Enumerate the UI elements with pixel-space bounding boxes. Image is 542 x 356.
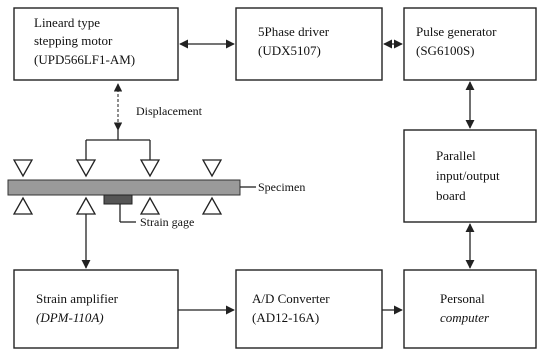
parallel-line-3: board <box>436 188 466 203</box>
pc-line-1: Personal <box>440 291 485 306</box>
pc-line-2: computer <box>440 310 490 325</box>
load-point-top-1 <box>75 159 97 178</box>
loading-fork <box>85 130 151 160</box>
adc-line-2: (AD12-16A) <box>252 310 319 325</box>
load-point-bottom-2 <box>139 196 161 215</box>
motor-line-1: Lineard type <box>34 15 100 30</box>
block-parallel-io-board: Parallel input/output board <box>403 129 537 223</box>
amplifier-line-2: (DPM-110A) <box>36 310 104 325</box>
support-top-2 <box>201 159 223 178</box>
specimen-label: Specimen <box>258 180 305 194</box>
parallel-line-2: input/output <box>436 168 500 183</box>
motor-line-2: stepping motor <box>34 33 113 48</box>
support-bottom-1 <box>12 196 34 215</box>
strain-gage-label: Strain gage <box>140 215 194 229</box>
block-pulse-generator: Pulse generator (SG6100S) <box>403 7 537 81</box>
block-personal-computer: Personal computer <box>403 269 537 349</box>
amplifier-line-1: Strain amplifier <box>36 291 119 306</box>
support-top-1 <box>12 159 34 178</box>
block-strain-amplifier: Strain amplifier (DPM-110A) <box>13 269 179 349</box>
driver-line-2: (UDX5107) <box>258 43 321 58</box>
load-point-bottom-1 <box>75 196 97 215</box>
support-bottom-2 <box>201 196 223 215</box>
motor-line-3: (UPD566LF1-AM) <box>34 52 135 67</box>
load-point-top-2 <box>139 159 161 178</box>
displacement-label: Displacement <box>136 104 203 118</box>
pulse-line-2: (SG6100S) <box>416 43 475 58</box>
adc-line-1: A/D Converter <box>252 291 330 306</box>
strain-gage <box>103 194 133 205</box>
parallel-line-1: Parallel <box>436 148 476 163</box>
pulse-line-1: Pulse generator <box>416 24 497 39</box>
driver-line-1: 5Phase driver <box>258 24 330 39</box>
block-ad-converter: A/D Converter (AD12-16A) <box>235 269 383 349</box>
block-stepping-motor: Lineard type stepping motor (UPD566LF1-A… <box>13 7 179 81</box>
block-5phase-driver: 5Phase driver (UDX5107) <box>235 7 383 81</box>
specimen-bar <box>7 179 241 196</box>
